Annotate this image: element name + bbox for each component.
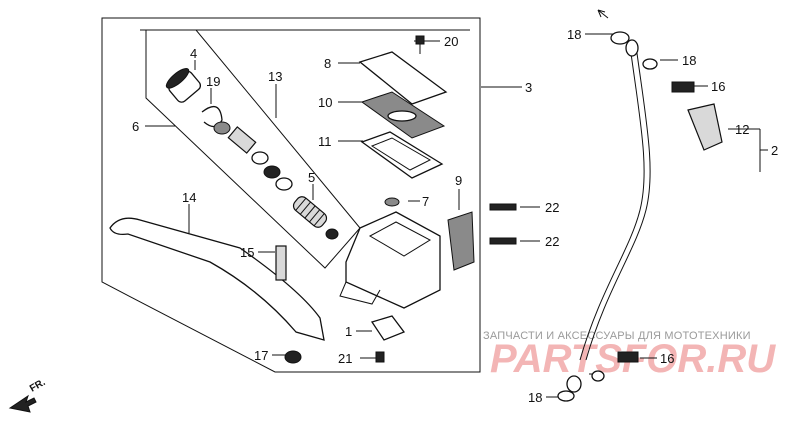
callout-11: 11	[318, 134, 332, 149]
callout-16-upper: 16	[711, 79, 725, 94]
callout-7: 7	[422, 194, 429, 209]
callout-6: 6	[132, 119, 139, 134]
pivot-nut-part	[284, 350, 302, 364]
hose-boot-part	[687, 103, 723, 151]
callout-22-lower: 22	[545, 234, 559, 249]
cap-screw-part	[415, 35, 425, 54]
callout-14: 14	[182, 190, 196, 205]
callout-12: 12	[735, 122, 749, 137]
callout-10: 10	[318, 95, 332, 110]
switch-part	[370, 315, 406, 341]
front-direction-indicator: FR.	[8, 377, 48, 413]
callout-17: 17	[254, 348, 268, 363]
front-direction-label: FR.	[28, 377, 48, 395]
callout-2: 2	[771, 143, 778, 158]
holder-bolts	[489, 203, 517, 245]
callout-20: 20	[444, 34, 458, 49]
watermark-subtitle: ЗАПЧАСТИ И АКСЕССУАРЫ ДЛЯ МОТОТЕХНИКИ	[483, 330, 751, 342]
callout-13: 13	[268, 69, 282, 84]
callout-18-mid: 18	[682, 53, 696, 68]
callouts: 1 2 3 4 5 6 7 8 9 10 11 12 13 14 15 16 1…	[132, 27, 778, 405]
callout-16-lower: 16	[660, 351, 674, 366]
callout-8: 8	[324, 56, 331, 71]
boot-part	[165, 68, 202, 103]
circlip-part	[201, 105, 223, 128]
brake-hose	[579, 45, 645, 361]
callout-1: 1	[345, 324, 352, 339]
callout-9: 9	[455, 173, 462, 188]
diaphragm-part	[360, 131, 444, 179]
callout-18-bottom: 18	[528, 390, 542, 405]
callout-18-top: 18	[567, 27, 581, 42]
reservoir-cap-part	[358, 51, 448, 105]
callout-19: 19	[206, 74, 220, 89]
hose-direction-arrow	[597, 9, 609, 19]
pivot-bolt-part	[275, 245, 287, 281]
callout-22-upper: 22	[545, 200, 559, 215]
spring-part	[292, 196, 328, 228]
callout-5: 5	[308, 170, 315, 185]
callout-15: 15	[240, 245, 254, 260]
master-cylinder-body	[345, 211, 441, 309]
callout-4: 4	[190, 46, 197, 61]
piston-components	[213, 121, 293, 191]
holder-part	[447, 211, 475, 271]
part-drawings	[109, 31, 723, 402]
assembly-frame	[101, 17, 481, 373]
callout-3: 3	[525, 80, 532, 95]
callout-21: 21	[338, 351, 352, 366]
